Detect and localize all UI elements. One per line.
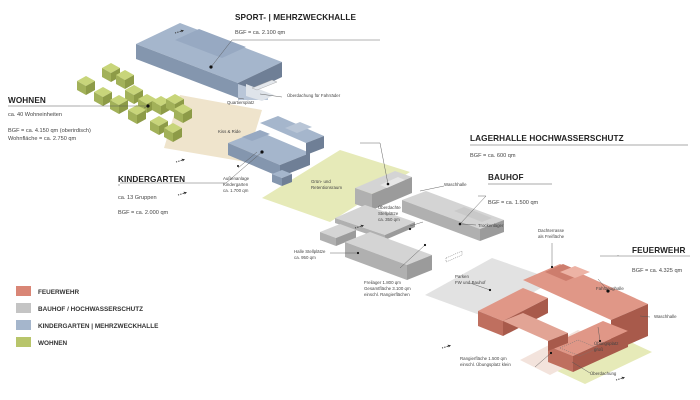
feuerwehr-building [478, 264, 648, 372]
label-waschhalle-bauhof: Waschhalle [444, 182, 467, 187]
legend-label-wohnen: WOHNEN [38, 340, 67, 347]
sporthalle-building [136, 23, 282, 101]
label-parken-1: Parken [455, 274, 469, 279]
leader-lines [80, 39, 690, 374]
lagerhalle-bgf: BGF = ca. 600 qm [470, 153, 516, 159]
wohnen-cube [110, 95, 128, 114]
label-trockenlager: Trockenlager [478, 223, 504, 228]
title-rules [8, 105, 688, 186]
access-arrow [177, 191, 188, 196]
label-fahrzeughalle: Fahrzeughalle [596, 286, 624, 291]
kindergarten-building [228, 116, 324, 177]
label-gruen-2: Retentionsraum [311, 185, 342, 190]
label-uebungsplatz-1: Übungsplatz [594, 341, 618, 346]
label-halle-1: Halle Stellplätze [294, 249, 326, 254]
wohnen-cube [128, 105, 146, 124]
kindergarten-title: KINDERGARTEN [118, 175, 185, 184]
label-rangier-2: einschl. Übungsplatz klein [460, 362, 511, 367]
label-freilager-2: Gesamtfläche 3.100 qm [364, 286, 411, 291]
legend-label-kindergarten: KINDERGARTEN | MEHRZWECKHALLE [38, 323, 159, 330]
feuerwehr-title: FEUERWEHR [632, 246, 686, 255]
wohnen-cube [77, 76, 95, 95]
label-aussenanlage-1: Außenanlage [223, 176, 250, 181]
kindergarten-groups: ca. 13 Gruppen [118, 195, 157, 201]
access-arrow [615, 376, 626, 381]
label-aussenanlage-3: ca. 1.700 qm [223, 188, 249, 193]
label-ueberdachung: Überdachung [590, 371, 617, 376]
wohnen-cube [150, 116, 168, 135]
lagerhalle-building [355, 171, 412, 210]
wohnen-title: WOHNEN [8, 96, 46, 105]
label-freilager-1: Freilager 1.800 qm [364, 280, 401, 285]
label-halle-2: ca. 950 qm [294, 255, 316, 260]
uebungsplatz-area [555, 338, 652, 384]
bauhof-buildings [320, 191, 504, 280]
legend-label-bauhof: BAUHOF / HOCHWASSERSCHUTZ [38, 306, 143, 313]
label-kiss-ride: Kiss & Ride [218, 129, 241, 134]
label-aussenanlage-2: Kindergarten [223, 182, 249, 187]
wohnen-cube [174, 104, 192, 123]
label-parken-2: FW und Bauhof [455, 280, 486, 285]
feuerwehr-bgf: BGF = ca. 4.325 qm [632, 268, 683, 274]
wohnen-bgf: BGF = ca. 4.150 qm (oberirdisch) [8, 128, 91, 134]
label-dachterrasse-2: als Freifläche [538, 234, 565, 239]
label-quartiersplatz: Quartiersplatz [227, 100, 254, 105]
legend-swatch-wohnen [16, 337, 31, 347]
parken-area [425, 258, 555, 318]
wohnen-cube [102, 63, 120, 82]
label-uebungsplatz-2: groß [594, 347, 603, 352]
legend-label-feuerwehr: FEUERWEHR [38, 289, 79, 296]
label-rangier-1: Rangierfläche 1.500 qm [460, 356, 507, 361]
bauhof-gate-marker [445, 250, 463, 263]
sport-title: SPORT- | MEHRZWECKHALLE [235, 13, 356, 22]
wohnen-cube [94, 87, 112, 106]
label-ueberdachte-3: ca. 350 qm [378, 217, 400, 222]
legend: FEUERWEHR BAUHOF / HOCHWASSERSCHUTZ KIND… [16, 286, 159, 347]
wohnen-cube [164, 123, 182, 142]
wohnen-cube [116, 70, 134, 89]
bauhof-title: BAUHOF [488, 173, 524, 182]
wohnen-units: ca. 40 Wohneinheiten [8, 112, 62, 118]
small-block [272, 170, 292, 186]
label-ueberdachte-1: Überdachte [378, 205, 401, 210]
marker-dots [146, 65, 610, 355]
wohnen-wohnflaeche: Wohnfläche = ca. 2.750 qm [8, 136, 76, 142]
label-waschhalle-fw: Waschhalle [654, 314, 677, 319]
lagerhalle-title: LAGERHALLE HOCHWASSERSCHUTZ [470, 134, 624, 143]
access-arrow [441, 344, 452, 349]
sport-bgf: BGF = ca. 2.100 qm [235, 30, 286, 36]
fahrrad-ueberdachung [251, 79, 278, 91]
legend-swatch-bauhof [16, 303, 31, 313]
legend-swatch-feuerwehr [16, 286, 31, 296]
label-dachterrasse-1: Dachterrasse [538, 228, 565, 233]
wohnen-cube [125, 85, 143, 104]
wohnen-buildings [77, 63, 192, 142]
label-ueberdachung-fahrraeder: Überdachung für Fahrräder [287, 93, 341, 98]
access-arrow [175, 158, 186, 163]
label-freilager-3: einschl. Rangierflächen [364, 292, 410, 297]
bauhof-bgf: BGF = ca. 1.500 qm [488, 200, 539, 206]
legend-swatch-kindergarten [16, 320, 31, 330]
kindergarten-bgf: BGF = ca. 2.000 qm [118, 210, 169, 216]
gruen-retentionsraum-area [262, 150, 410, 222]
label-gruen-1: Grün- und [311, 179, 331, 184]
label-ueberdachte-2: Stellplätze [378, 211, 399, 216]
